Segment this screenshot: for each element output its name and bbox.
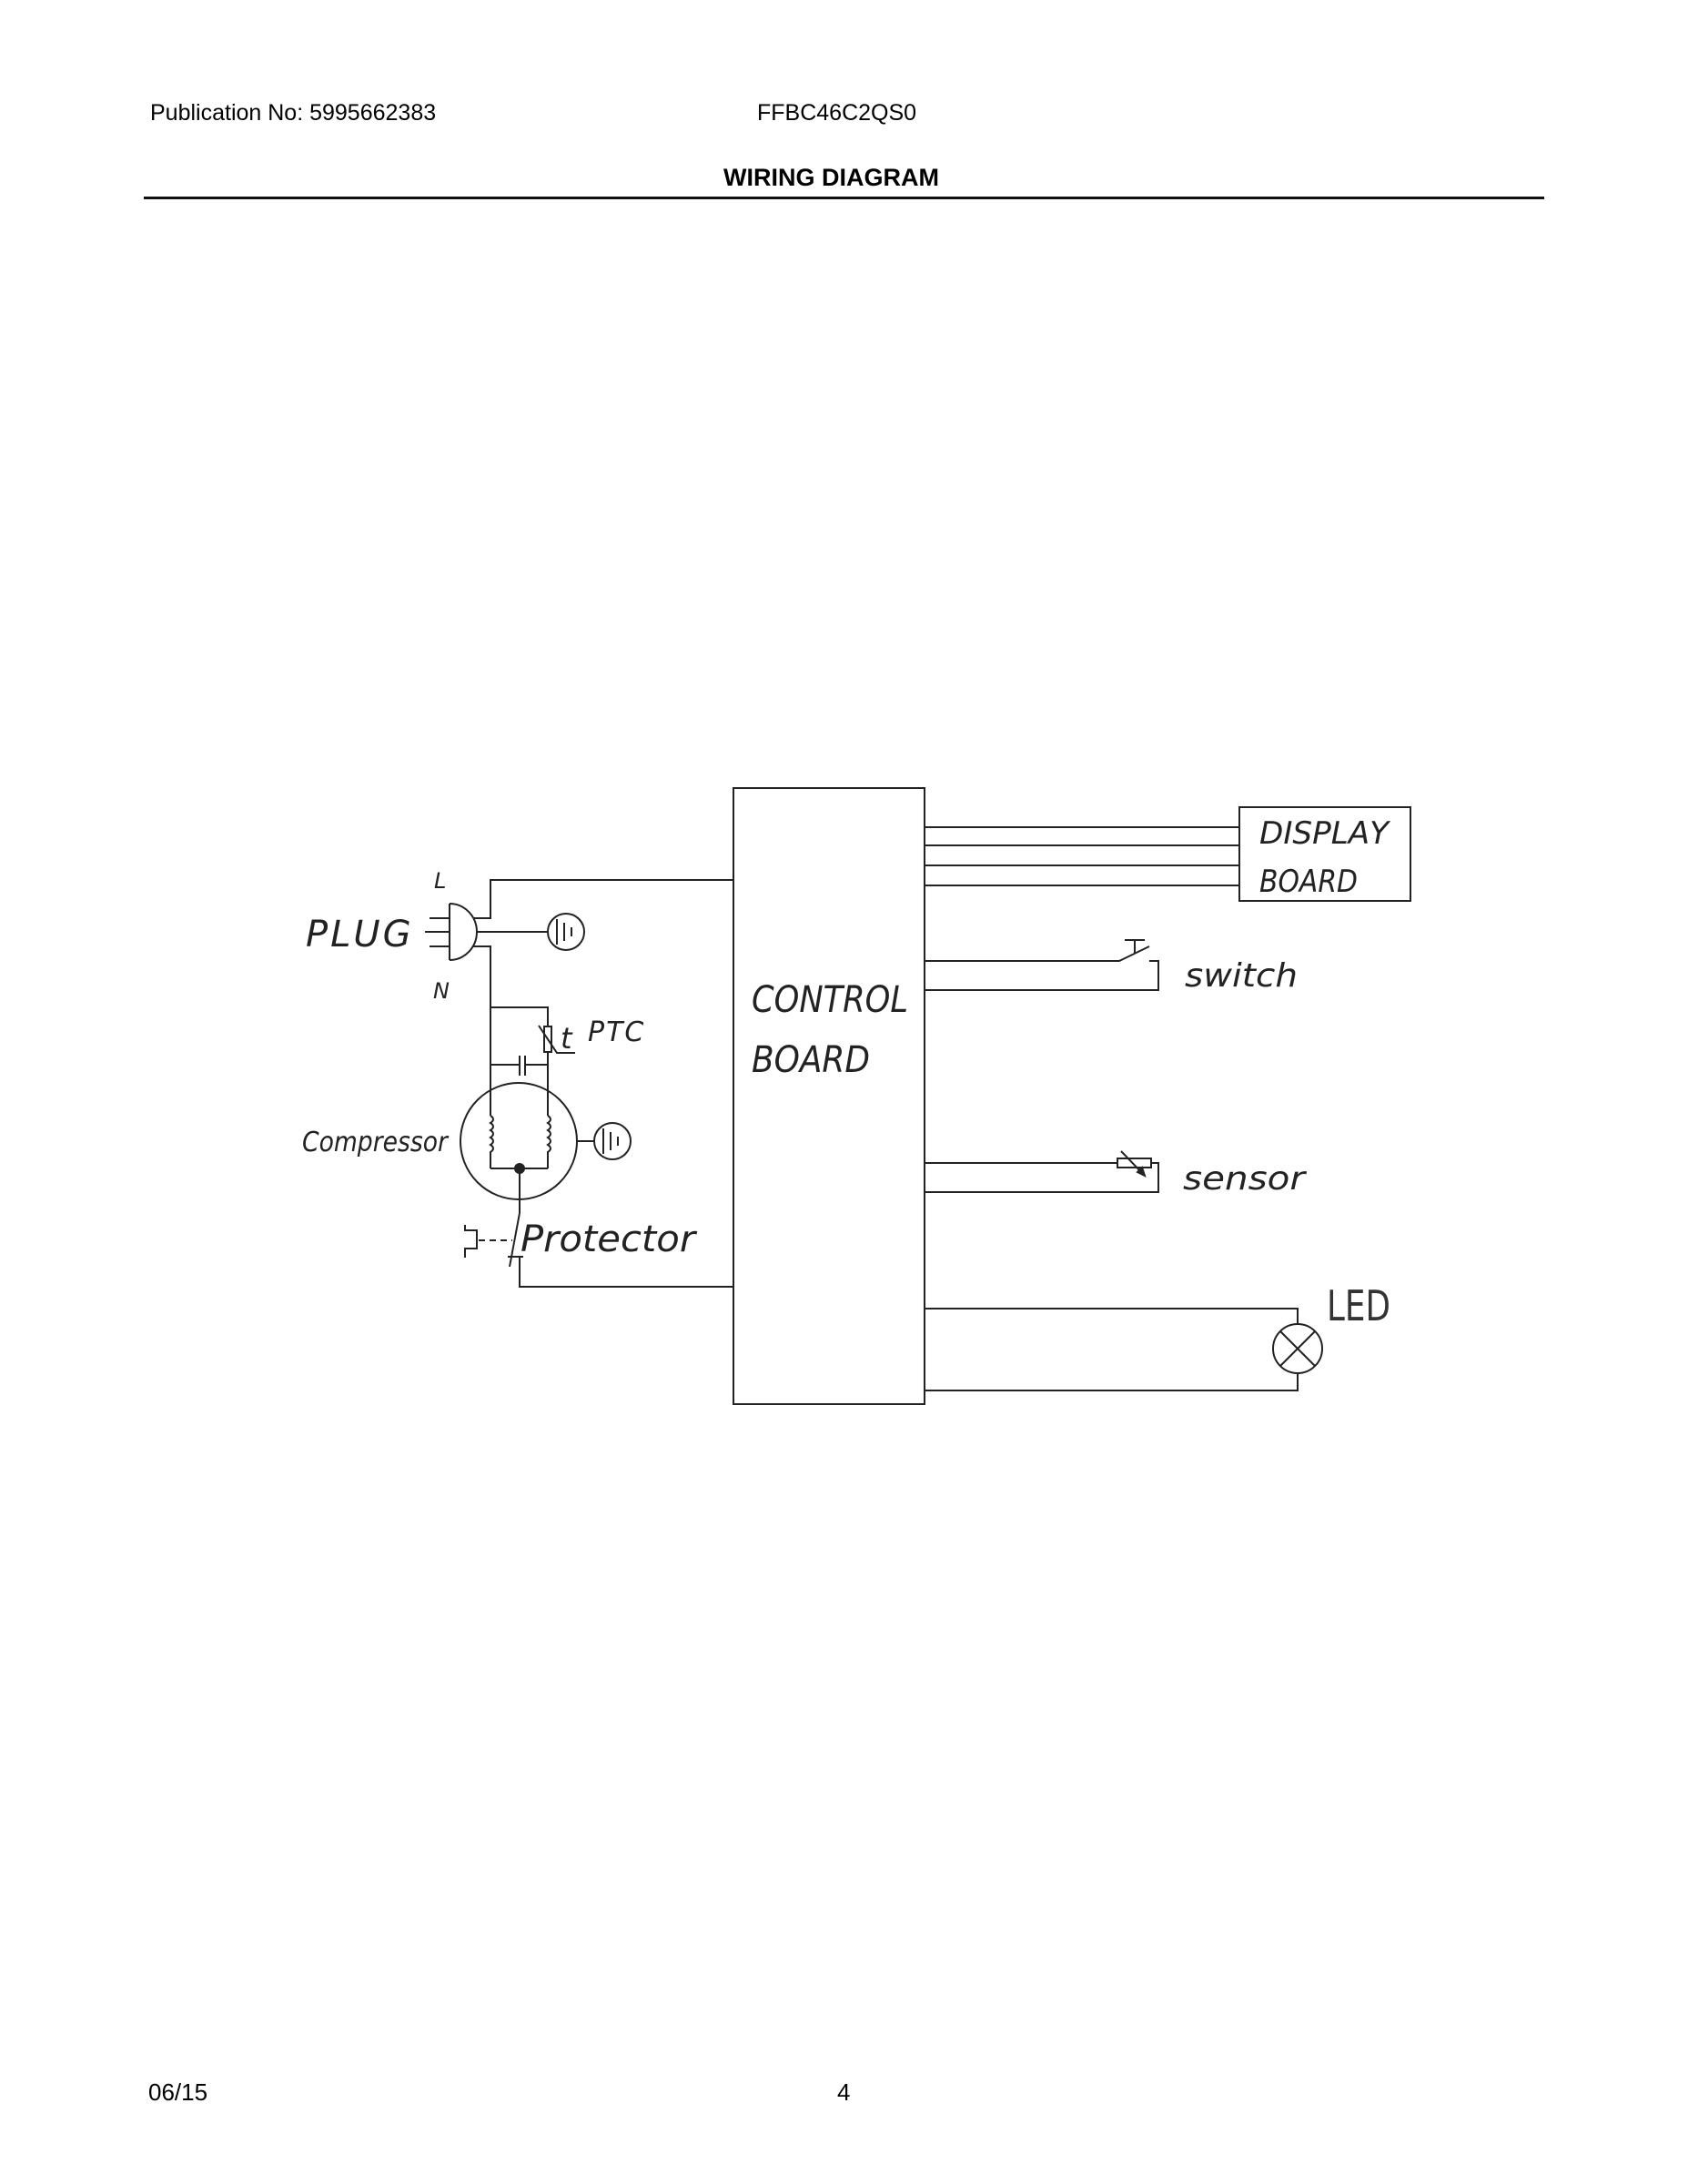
- switch-icon: [925, 939, 1159, 991]
- display-board-label-line1: DISPLAY: [1259, 815, 1390, 852]
- plug-label: PLUG: [306, 914, 414, 956]
- model-number: FFBC46C2QS0: [757, 100, 917, 126]
- line-label: L: [434, 868, 446, 894]
- lamp-icon: [925, 1308, 1323, 1391]
- coil-icon: [546, 1115, 551, 1168]
- header-divider: [144, 197, 1544, 199]
- control-board-label-line2: BOARD: [752, 1039, 870, 1081]
- control-board-label-line1: CONTROL: [752, 979, 908, 1021]
- switch-label: switch: [1185, 957, 1298, 995]
- page-title: WIRING DIAGRAM: [723, 164, 939, 191]
- neutral-wire: [473, 945, 549, 1026]
- ground-icon: [547, 913, 585, 951]
- ground-icon: [593, 1122, 632, 1160]
- plug-icon: [425, 903, 478, 961]
- display-wires: [925, 826, 1239, 886]
- footer-date: 06/15: [148, 2078, 208, 2106]
- sensor-label: sensor: [1183, 1160, 1307, 1198]
- ptc-label: PTC: [588, 1016, 645, 1048]
- page-number: 4: [837, 2078, 851, 2106]
- led-label: LED: [1327, 1281, 1390, 1330]
- publication-number: Publication No: 5995662383: [150, 100, 437, 126]
- ptc-symbol: t: [561, 1021, 573, 1056]
- compressor-label: Compressor: [302, 1127, 449, 1158]
- display-board-box: [1238, 806, 1411, 902]
- protector-label: Protector: [521, 1218, 698, 1260]
- display-board-label-line2: BOARD: [1259, 864, 1358, 900]
- thermistor-icon: [925, 1150, 1159, 1193]
- protector-icon: [464, 1168, 523, 1268]
- ptc-icon: [538, 1025, 575, 1116]
- coil-icon: [489, 1115, 494, 1168]
- capacitor-icon: [490, 1056, 548, 1076]
- line-wire: [473, 879, 733, 919]
- protector-wire: [519, 1257, 733, 1288]
- neutral-label: N: [433, 978, 450, 1004]
- control-board-box: [733, 787, 925, 1405]
